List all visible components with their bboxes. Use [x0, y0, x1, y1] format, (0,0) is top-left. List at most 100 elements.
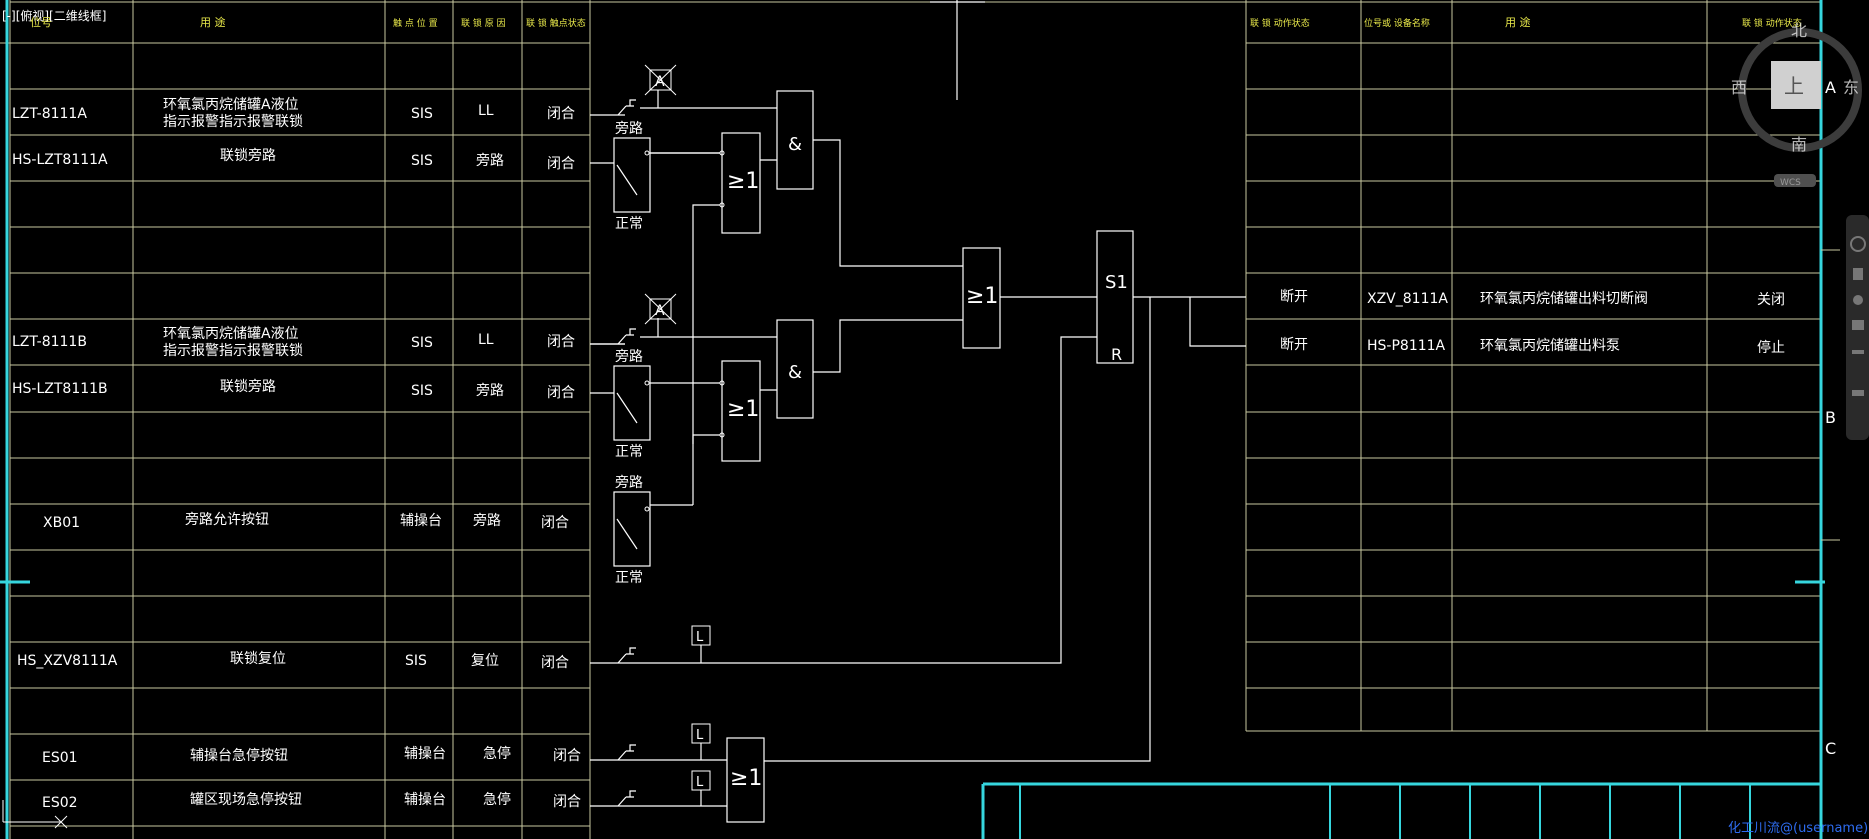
orbit-icon[interactable] [1852, 320, 1864, 330]
row-use-line1: 联锁复位 [230, 650, 286, 667]
header-use: 用 途 [200, 15, 226, 29]
alarm-l-label: L [696, 728, 704, 743]
output-tag: HS-P8111A [1367, 338, 1446, 354]
or-gate[interactable]: ≥1 [721, 132, 761, 234]
row-tag: XB01 [43, 515, 80, 531]
header-interlock-cause: 联 锁 原 因 [461, 17, 506, 29]
alarm-l-icon: L [691, 770, 711, 791]
output-action: 断开 [1280, 337, 1308, 353]
navigation-bar[interactable] [1846, 215, 1869, 440]
row-contact-state: 闭合 [547, 106, 575, 122]
output-result: 关闭 [1757, 292, 1785, 308]
alarm-a-icon: A [644, 293, 677, 325]
compass-south[interactable]: 南 [1791, 135, 1807, 154]
row-tag: HS-LZT8111A [12, 152, 108, 168]
row-interlock-cause: LL [478, 103, 494, 119]
sr-flipflop[interactable]: S1 R [1096, 230, 1134, 364]
row-contact-state: 闭合 [547, 156, 575, 172]
row-contact-pos: 辅操台 [404, 792, 446, 808]
header-contact-state: 联 锁 触点状态 [526, 17, 586, 29]
row-use-line1: 环氧氯丙烷储罐A液位 [163, 97, 299, 113]
nav-menu-icon[interactable] [1852, 390, 1864, 396]
row-hs-lzt8111b[interactable]: HS-LZT8111B 联锁旁路 SIS 旁路 闭合 [12, 378, 575, 401]
row-contact-pos: SIS [411, 153, 433, 169]
bypass-switch-b[interactable]: 旁路 正常 [613, 348, 651, 460]
row-use-line2: 指示报警指示报警联锁 [163, 343, 303, 359]
normal-label: 正常 [615, 216, 643, 232]
row-tag: HS-LZT8111B [12, 381, 108, 397]
row-es01[interactable]: ES01 辅操台急停按钮 辅操台 急停 闭合 [42, 745, 581, 766]
viewport-tab-label[interactable]: [-][俯视][二维线框] [2, 8, 106, 23]
bypass-label: 旁路 [615, 120, 643, 137]
alarm-l-icon: L [691, 723, 711, 744]
row-hs-xzv8111a[interactable]: HS_XZV8111A 联锁复位 SIS 复位 闭合 [17, 650, 569, 671]
wcs-button[interactable]: WCS [1780, 178, 1801, 188]
row-contact-state: 闭合 [553, 794, 581, 810]
steering-wheel-icon[interactable] [1850, 236, 1866, 252]
and-gate-label: & [788, 362, 802, 383]
row-lzt8111a[interactable]: LZT-8111A 环氧氯丙烷储罐A液位 指示报警指示报警联锁 SIS LL 闭… [12, 97, 575, 130]
contact-symbols [617, 99, 636, 807]
zone-letter-b: B [1825, 408, 1836, 427]
output-use: 环氧氯丙烷储罐出料泵 [1480, 338, 1620, 354]
row-lzt8111b[interactable]: LZT-8111B 环氧氯丙烷储罐A液位 指示报警指示报警联锁 SIS LL 闭… [12, 326, 575, 359]
row-es02[interactable]: ES02 罐区现场急停按钮 辅操台 急停 闭合 [42, 791, 581, 811]
viewcube-face[interactable] [1771, 61, 1821, 109]
or-gate-label: ≥1 [966, 284, 998, 309]
and-gate[interactable]: & [776, 90, 814, 190]
sr-set-label: S1 [1105, 272, 1128, 293]
zoom-icon[interactable] [1853, 295, 1863, 305]
row-tag: LZT-8111B [12, 334, 87, 350]
normal-label: 正常 [615, 444, 643, 460]
and-gate-label: & [788, 134, 802, 155]
frame-ticks [1821, 249, 1840, 541]
row-contact-state: 闭合 [547, 334, 575, 350]
or-gate-estop[interactable]: ≥1 [726, 737, 765, 823]
header-right-use: 用 途 [1505, 15, 1531, 29]
showmotion-icon[interactable] [1852, 350, 1864, 354]
sr-reset-label: R [1111, 345, 1122, 364]
right-row-lines [1246, 88, 1820, 689]
bypass-label: 旁路 [615, 474, 643, 491]
row-use-line1: 联锁旁路 [220, 378, 276, 395]
or-gate-label: ≥1 [727, 169, 759, 194]
bypass-switch-a[interactable]: 旁路 正常 [613, 120, 651, 232]
row-contact-pos: SIS [411, 335, 433, 351]
row-contact-pos: SIS [405, 653, 427, 669]
row-tag: HS_XZV8111A [17, 653, 118, 669]
alarm-a-label: A [655, 74, 665, 90]
left-table-header: [-][俯视][二维线框] 位号 用 途 触 点 位 置 联 锁 原 因 联 锁… [2, 8, 586, 29]
row-interlock-cause: 旁路 [473, 512, 501, 529]
zone-letter-a: A [1825, 78, 1836, 97]
bypass-permit-switch[interactable]: 旁路 正常 [613, 474, 651, 586]
header-action-state-2: 联 锁 动作状态 [1742, 17, 1802, 29]
logic-wires [590, 0, 1246, 807]
and-gate[interactable]: & [776, 319, 814, 419]
zone-letter-c: C [1825, 739, 1836, 758]
header-tag-device: 位号或 设备名称 [1364, 17, 1430, 29]
row-xb01[interactable]: XB01 旁路允许按钮 辅操台 旁路 闭合 [43, 511, 569, 531]
or-gate-main[interactable]: ≥1 [962, 247, 1001, 349]
row-hs-lzt8111a[interactable]: HS-LZT8111A 联锁旁路 SIS 旁路 闭合 [12, 147, 575, 172]
compass-north[interactable]: 北 [1791, 21, 1807, 40]
or-gate[interactable]: ≥1 [721, 360, 761, 462]
row-contact-pos: SIS [411, 383, 433, 399]
row-contact-state: 闭合 [541, 515, 569, 531]
frame-zone-letters: A B C [1825, 78, 1836, 758]
left-row-lines [10, 88, 590, 827]
row-contact-pos: 辅操台 [404, 746, 446, 762]
output-xzv8111a[interactable]: 断开 XZV_8111A 环氧氯丙烷储罐出料切断阀 关闭 [1280, 289, 1785, 308]
compass-east[interactable]: 东 [1843, 78, 1859, 97]
header-action-state: 联 锁 动作状态 [1250, 17, 1310, 29]
row-contact-pos: SIS [411, 106, 433, 122]
compass-west[interactable]: 西 [1731, 78, 1747, 97]
alarm-l-icon: L [691, 625, 711, 646]
row-interlock-cause: LL [478, 332, 494, 348]
normal-label: 正常 [615, 570, 643, 586]
viewcube-compass[interactable]: 上 北 南 西 东 WCS [1731, 21, 1862, 188]
pan-icon[interactable] [1853, 268, 1863, 280]
row-interlock-cause: 急停 [483, 745, 511, 762]
output-hsp8111a[interactable]: 断开 HS-P8111A 环氧氯丙烷储罐出料泵 停止 [1280, 337, 1785, 356]
row-contact-state: 闭合 [547, 385, 575, 401]
